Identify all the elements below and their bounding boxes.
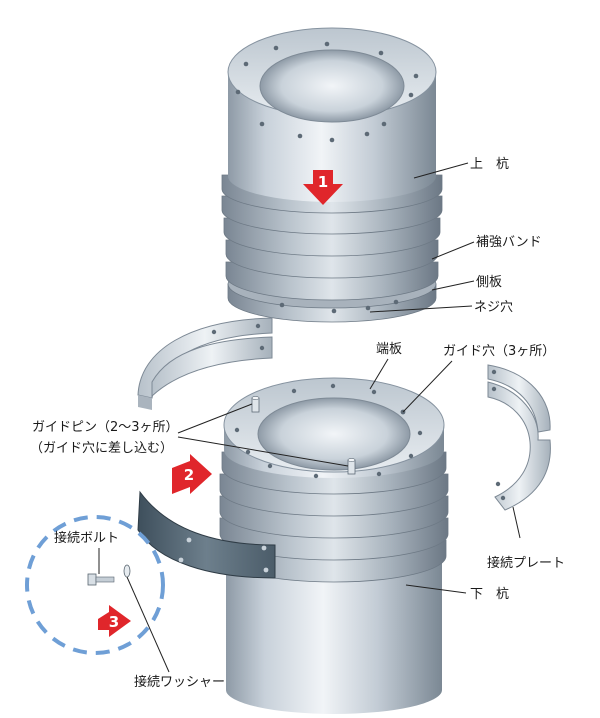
guide-pin-label-line1: ガイドピン（2〜3ヶ所） — [32, 420, 179, 435]
step-3-number: 3 — [109, 613, 119, 631]
lower-pile-label: 下 杭 — [470, 587, 509, 602]
end-plate-label: 端板 — [376, 342, 402, 357]
step-2-number: 2 — [184, 466, 194, 484]
screw-hole-label: ネジ穴 — [474, 300, 513, 315]
step-2-arrow: 2 — [172, 454, 212, 494]
leader-lines — [98, 162, 521, 673]
connection-plate-left-upper — [137, 317, 273, 410]
step-1-number: 1 — [318, 173, 328, 191]
step-3-arrow: 3 — [98, 605, 131, 637]
upper-pile — [221, 27, 443, 323]
connection-plate-label: 接続プレート — [487, 555, 565, 571]
step-1-arrow: 1 — [303, 170, 343, 205]
connection-plate-right — [487, 364, 551, 511]
callout-circle — [25, 515, 165, 655]
connection-bolt-label: 接続ボルト — [54, 530, 119, 546]
connection-plate-left-lower — [137, 490, 276, 579]
lower-pile — [219, 377, 449, 714]
connection-bolt-part — [87, 573, 115, 586]
guide-pin-label-line2: （ガイド穴に差し込む） — [30, 441, 173, 456]
connection-washer-part — [123, 564, 131, 578]
side-plate-label: 側板 — [476, 275, 502, 290]
guide-hole-label: ガイド穴（3ヶ所） — [443, 344, 555, 359]
connection-washer-label: 接続ワッシャー — [134, 674, 225, 690]
upper-pile-label: 上 杭 — [470, 157, 509, 172]
reinforcing-band-label: 補強バンド — [476, 235, 542, 250]
